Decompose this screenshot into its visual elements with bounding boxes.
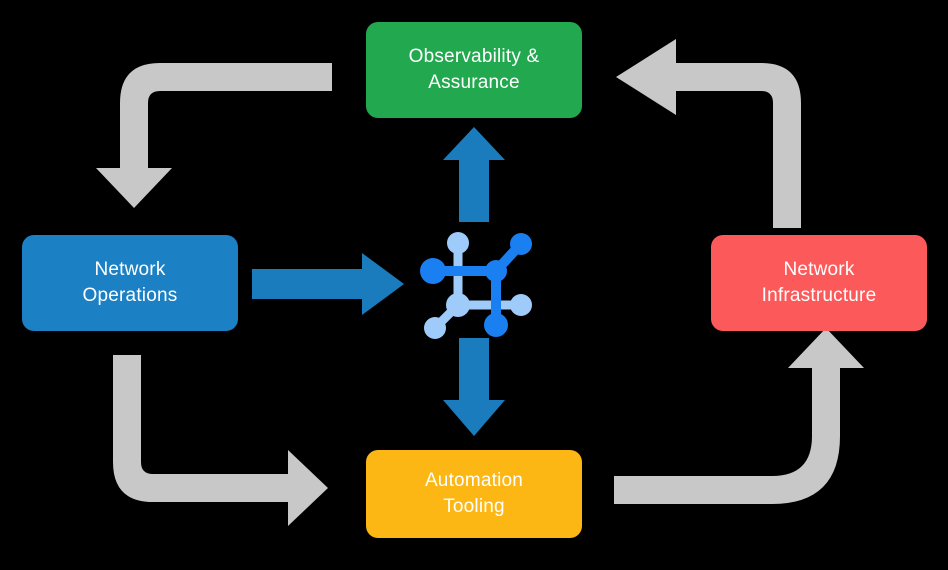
connector-operations-to-center	[252, 253, 404, 315]
icon-node-lower-left	[424, 317, 446, 339]
node-network-operations[interactable]: Network Operations	[22, 235, 238, 331]
network-topology-icon	[420, 232, 532, 339]
node-network-infrastructure[interactable]: Network Infrastructure	[711, 235, 927, 331]
connector-operations-to-automation	[113, 355, 328, 526]
node-observability-label: Observability & Assurance	[408, 46, 540, 93]
connector-observability-to-operations	[96, 63, 332, 208]
icon-node-right	[510, 294, 532, 316]
connector-center-to-automation	[443, 338, 505, 436]
node-automation-tooling[interactable]: Automation Tooling	[366, 450, 582, 538]
connector-infrastructure-to-observability	[616, 39, 801, 228]
icon-node-bottom	[484, 313, 508, 337]
node-operations-label: Network Operations	[82, 259, 178, 306]
connector-automation-to-infrastructure	[614, 328, 864, 504]
node-automation-label: Automation Tooling	[424, 470, 524, 517]
connector-center-to-observability	[443, 127, 505, 222]
node-infrastructure-label: Network Infrastructure	[761, 259, 877, 306]
icon-node-top	[447, 232, 469, 254]
node-observability-assurance[interactable]: Observability & Assurance	[366, 22, 582, 118]
icon-node-left	[420, 258, 446, 284]
icon-node-center-hub	[485, 260, 507, 282]
icon-node-upper-right	[510, 233, 532, 255]
icon-node-bottom-left-hub	[446, 293, 470, 317]
